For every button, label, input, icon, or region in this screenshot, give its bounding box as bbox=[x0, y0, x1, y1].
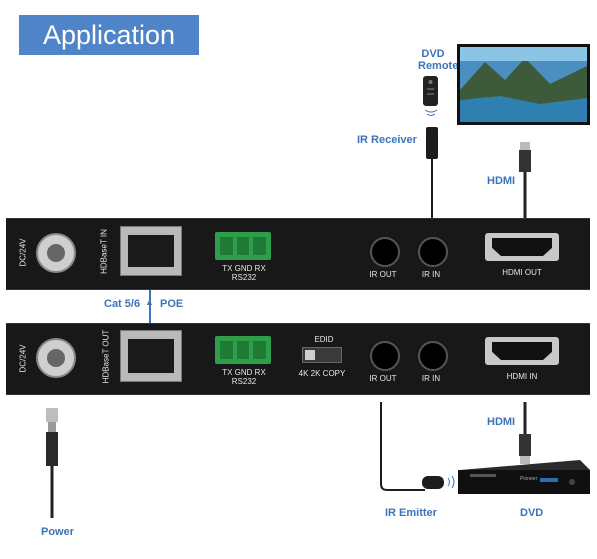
poe-label: POE bbox=[160, 298, 184, 310]
tv-icon bbox=[457, 44, 590, 125]
transmitter-ir-out-jack bbox=[370, 341, 400, 371]
receiver-hdmi-port bbox=[485, 233, 559, 261]
receiver-rs232-label: RS232 bbox=[231, 273, 257, 282]
transmitter-ir-out-label: IR OUT bbox=[369, 374, 397, 383]
ir-emitter-label: IR Emitter bbox=[385, 507, 437, 519]
receiver-ir-out-label: IR OUT bbox=[369, 270, 397, 279]
cat-label: Cat 5/6 bbox=[104, 298, 141, 310]
transmitter-dc-jack bbox=[36, 338, 76, 378]
hdmi-cable-bottom-icon bbox=[519, 402, 531, 464]
transmitter-dc-label: DC/24V bbox=[18, 344, 28, 373]
receiver-ir-in-jack bbox=[418, 237, 448, 267]
receiver-ir-out-jack bbox=[370, 237, 400, 267]
transmitter-ir-in-label: IR IN bbox=[421, 374, 441, 383]
edid-switch[interactable] bbox=[302, 347, 342, 363]
transmitter-rs232-terminal bbox=[215, 336, 271, 364]
hdmi-top-label: HDMI bbox=[487, 175, 516, 187]
receiver-ir-in-label: IR IN bbox=[421, 270, 441, 279]
edid-options-label: 4K 2K COPY bbox=[298, 369, 346, 378]
ir-receiver-label: IR Receiver bbox=[357, 134, 417, 146]
power-label: Power bbox=[41, 526, 75, 538]
hdmi-bottom-label: HDMI bbox=[487, 416, 516, 428]
page-title: Application bbox=[19, 15, 199, 55]
edid-label: EDID bbox=[314, 335, 334, 344]
transmitter-rs232-pins: TX GND RX bbox=[222, 368, 266, 377]
receiver-dc-jack bbox=[36, 233, 76, 273]
receiver-dc-label: DC/24V bbox=[18, 238, 28, 267]
transmitter-hdbaset-label: HDBaseT OUT bbox=[101, 329, 111, 384]
dvd-remote-label-line1: DVD bbox=[421, 48, 445, 60]
transmitter-ir-in-jack bbox=[418, 341, 448, 371]
transmitter-rj45-port bbox=[120, 330, 182, 382]
power-adapter-icon bbox=[46, 408, 58, 518]
ir-emitter-icon bbox=[380, 402, 455, 491]
receiver-rj45-port bbox=[120, 226, 182, 276]
poe-arrow-icon: ▲ bbox=[145, 297, 154, 307]
transmitter-rs232-label: RS232 bbox=[231, 377, 257, 386]
receiver-hdbaset-label: HDBaseT IN bbox=[99, 229, 109, 274]
transmitter-hdmi-port bbox=[485, 337, 559, 365]
receiver-hdmi-label: HDMI OUT bbox=[502, 268, 542, 277]
remote-control-icon bbox=[423, 76, 438, 116]
dvd-brand-label: Pioneer bbox=[520, 476, 538, 482]
dvd-label: DVD bbox=[520, 507, 544, 519]
transmitter-hdmi-label: HDMI IN bbox=[506, 372, 538, 381]
receiver-rs232-terminal bbox=[215, 232, 271, 260]
ir-receiver-icon bbox=[426, 127, 438, 230]
dvd-player-icon bbox=[458, 460, 590, 494]
receiver-rs232-pins: TX GND RX bbox=[222, 264, 266, 273]
